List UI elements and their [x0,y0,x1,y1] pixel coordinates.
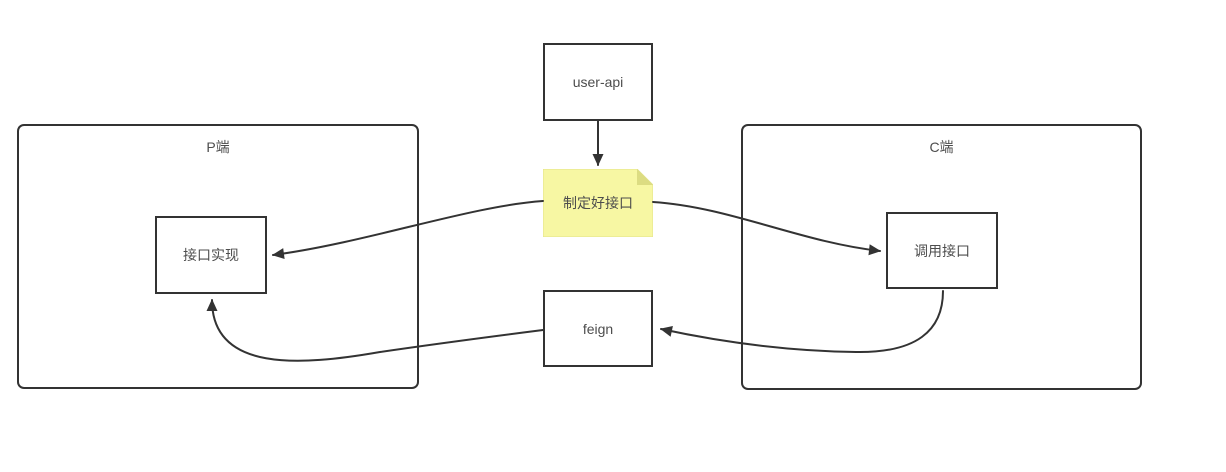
node-user-api-label: user-api [572,74,624,90]
edge-note-to-call[interactable] [652,201,881,256]
container-p-side[interactable]: P端 [17,124,419,389]
node-interface-impl-label: 接口实现 [183,247,239,263]
edge-call-to-feign[interactable] [660,290,944,354]
edge-feign-to-impl[interactable] [206,299,544,362]
node-interface-impl[interactable]: 接口实现 [155,216,267,294]
node-call-interface-label: 调用接口 [914,242,970,259]
container-p-label: P端 [206,139,230,155]
container-c-side[interactable]: C端 [741,124,1142,390]
sticky-note-fold-corner [637,169,653,185]
sticky-note-shape [543,169,653,237]
node-call-interface[interactable]: 调用接口 [886,212,998,289]
sticky-note-body [543,169,653,237]
note-define-interface[interactable]: 制定好接口 [543,169,653,237]
node-feign-label: feign [582,320,614,337]
node-user-api[interactable]: user-api [543,43,653,121]
edge-note-to-impl[interactable] [272,200,544,260]
container-c-label: C端 [929,139,954,155]
node-feign[interactable]: feign [543,290,653,367]
note-label: 制定好接口 [563,195,633,211]
